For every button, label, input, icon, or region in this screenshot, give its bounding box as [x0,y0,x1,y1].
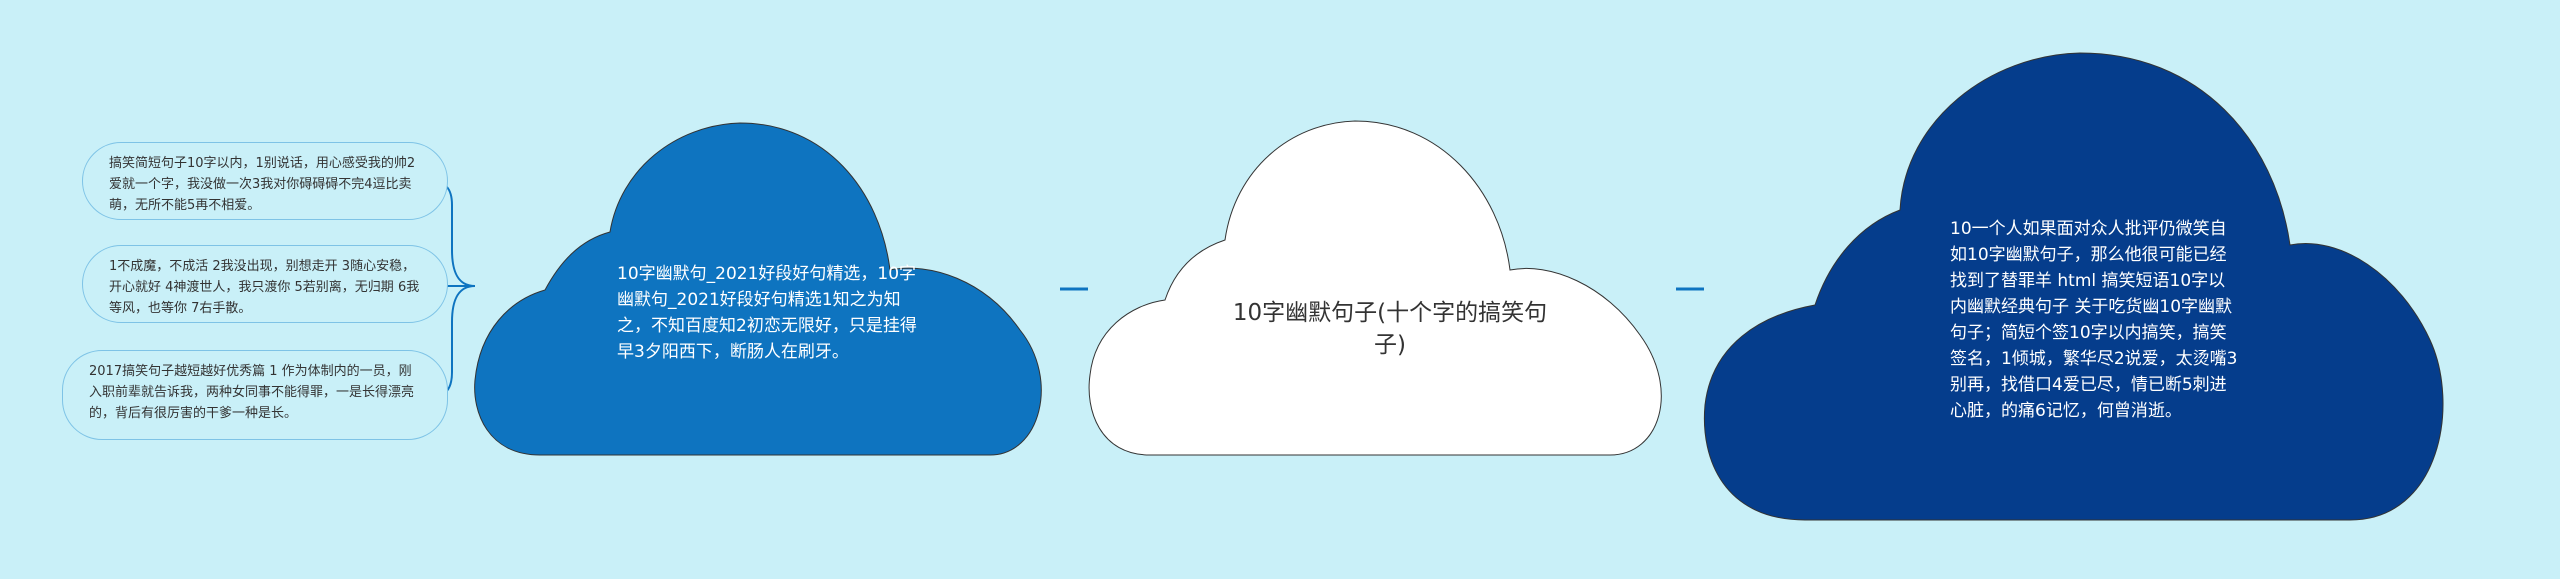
right-branch-label: 10一个人如果面对众人批评仍微笑自如10字幽默句子，那么他很可能已经找到了替罪羊… [1950,219,2238,421]
right-branch-cloud[interactable] [1703,52,2444,521]
center-topic-label: 10字幽默句子(十个字的搞笑句子) [1232,300,1548,358]
leaf-node[interactable]: 1不成魔，不成活 2我没出现，别想走开 3随心安稳，开心就好 4神渡世人，我只渡… [82,245,448,323]
leaf-node-label: 搞笑简短句子10字以内，1别说话，用心感受我的帅2爱就一个字，我没做一次3我对你… [109,156,416,213]
left-branch-label: 10字幽默句_2021好段好句精选，10字幽默句_2021好段好句精选1知之为知… [617,264,917,362]
center-cloud[interactable] [1088,120,1662,456]
leaf-node[interactable]: 2017搞笑句子越短越好优秀篇 1 作为体制内的一员，刚入职前辈就告诉我，两种女… [62,350,448,440]
leaf-node-label: 1不成魔，不成活 2我没出现，别想走开 3随心安稳，开心就好 4神渡世人，我只渡… [109,259,420,316]
leaf-node-label: 2017搞笑句子越短越好优秀篇 1 作为体制内的一员，刚入职前辈就告诉我，两种女… [89,364,415,421]
left-branch-cloud[interactable] [474,122,1042,456]
leaf-node[interactable]: 搞笑简短句子10字以内，1别说话，用心感受我的帅2爱就一个字，我没做一次3我对你… [82,142,448,220]
